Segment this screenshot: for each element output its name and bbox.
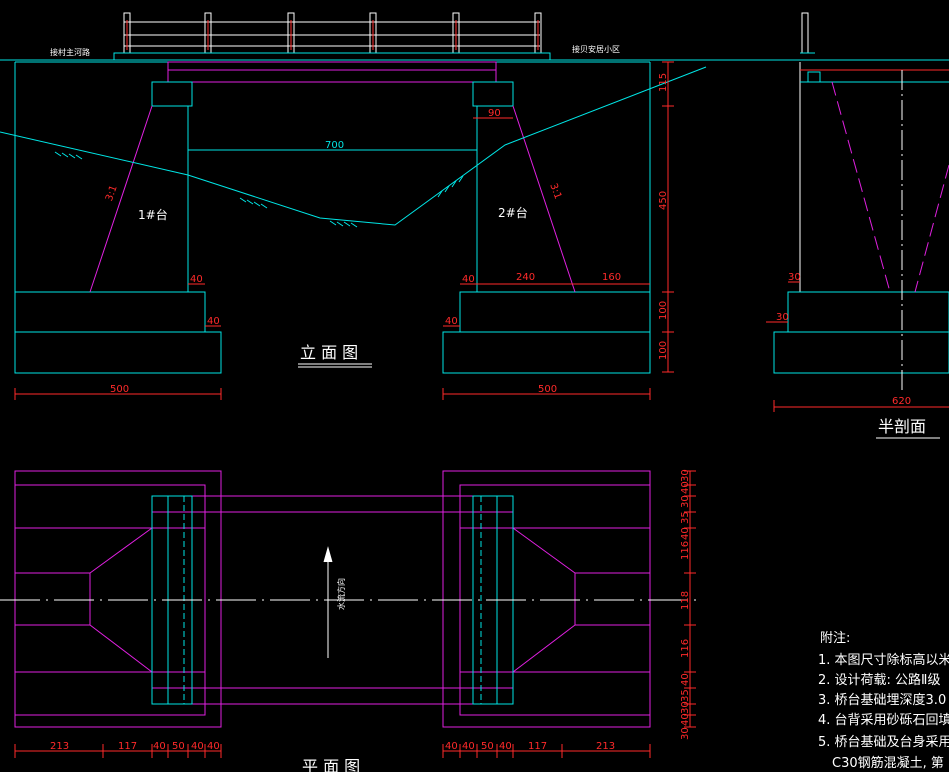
plan-vdim-text: 40 [680, 481, 691, 494]
flow-arrow [323, 546, 333, 658]
plan-dim-text: 213 [596, 741, 615, 752]
plan-dim-text: 40 [445, 741, 458, 752]
plan-vdim-text: 30 [680, 495, 691, 508]
note-item: 1. 本图尺寸除标高以米 [818, 652, 949, 668]
abutment-1-slope [89, 105, 153, 293]
plan-right-dims [684, 470, 696, 728]
plan-dim-text: 40 [153, 741, 166, 752]
notes-header: 附注: [820, 631, 850, 646]
plan-dim-text: 50 [481, 741, 494, 752]
abutment-2-slope [512, 105, 576, 293]
plan-vdim-text: 118 [680, 591, 691, 610]
plan-dim-text: 117 [118, 741, 137, 752]
plan-right-abutment [442, 470, 651, 728]
plan-vdim-text: 40 [680, 673, 691, 686]
note-item: C30钢筋混凝土, 第 [832, 755, 944, 771]
span-dim-text: 700 [325, 140, 344, 151]
slope-right-label: 3:1 [547, 182, 563, 201]
abutment-1 [14, 81, 222, 374]
plan-vdim-text: 116 [680, 639, 691, 658]
vdim-100b: 100 [658, 341, 669, 360]
plan-vdim-text: 35 [680, 689, 691, 702]
plan-dim-text: 40 [462, 741, 475, 752]
deck-slab [167, 61, 497, 83]
plan-deck [152, 495, 513, 705]
elevation-right-dims [662, 61, 674, 373]
plan-vdim-text: 116 [680, 541, 691, 560]
note-item: 4. 台背采用砂砾石回填 [818, 713, 949, 728]
plan-vdim-text: 30 [680, 469, 691, 482]
section-title: 半剖面 [878, 417, 926, 436]
plan-title: 平 面 图 [302, 757, 360, 772]
plan-vdim-text: 40 [680, 713, 691, 726]
section-dim-30a: 30 [788, 272, 801, 283]
dim-40-c: 40 [462, 274, 475, 285]
plan-vdim-text: 30 [680, 727, 691, 740]
plan-dim-text: 50 [172, 741, 185, 752]
plan-dim-text: 40 [207, 741, 220, 752]
plan-view [0, 470, 700, 758]
vdim-100a: 100 [658, 301, 669, 320]
dim-240: 240 [516, 272, 535, 283]
plan-vdim-text: 30 [680, 701, 691, 714]
vdim-450: 450 [658, 191, 669, 210]
dim-40-d: 40 [445, 316, 458, 327]
slope-left-label: 3:1 [104, 184, 120, 203]
bridge-railing [123, 12, 542, 54]
plan-left-abutment [14, 470, 222, 728]
plan-dim-text: 40 [191, 741, 204, 752]
plan-bottom-dims [14, 744, 651, 758]
elevation-bottom-dims [14, 117, 651, 400]
vdim-115: 115 [658, 73, 669, 92]
plan-dim-text: 213 [50, 741, 69, 752]
abutment-2 [442, 81, 651, 374]
flow-direction-label: 水流方向 [336, 578, 346, 610]
dim-40-a: 40 [190, 274, 203, 285]
elevation-view: 700 [0, 12, 949, 400]
abutment-1-label: 1#台 [138, 207, 168, 222]
note-item: 3. 桥台基础埋深度3.0 [818, 692, 946, 708]
section-view [766, 12, 949, 412]
section-dim-30b: 30 [776, 312, 789, 323]
plan-dim-text: 117 [528, 741, 547, 752]
notes: 附注: 1. 本图尺寸除标高以米 2. 设计荷载: 公路Ⅱ级 3. 桥台基础埋深… [818, 631, 949, 771]
plan-dim-text: 40 [499, 741, 512, 752]
dim-40-b: 40 [207, 316, 220, 327]
note-item: 2. 设计荷载: 公路Ⅱ级 [818, 672, 940, 688]
right-top-note: 接贝安居小区 [572, 44, 620, 54]
terrain-line [0, 66, 707, 226]
elevation-title: 立 面 图 [300, 343, 358, 362]
section-dim-620: 620 [892, 396, 911, 407]
plan-vdim-text: 40 [680, 527, 691, 540]
plan-vdim-text: 35 [680, 511, 691, 524]
abutment-2-label: 2#台 [498, 205, 528, 220]
left-top-note: 接村主河路 [50, 47, 90, 57]
railing-red-marks [126, 20, 539, 50]
plan-bottom-dim-texts: 213 117 40 50 40 40 40 40 50 40 117 213 [50, 741, 615, 752]
terrain-hatch [54, 151, 464, 228]
dim-500-left: 500 [110, 384, 129, 395]
dim-160: 160 [602, 272, 621, 283]
dim-500-right: 500 [538, 384, 557, 395]
dim-90: 90 [488, 108, 501, 119]
plan-right-dim-texts: 30 40 30 35 40 116 118 116 40 35 30 40 3… [680, 469, 691, 740]
note-item: 5. 桥台基础及台身采用 [818, 734, 949, 750]
